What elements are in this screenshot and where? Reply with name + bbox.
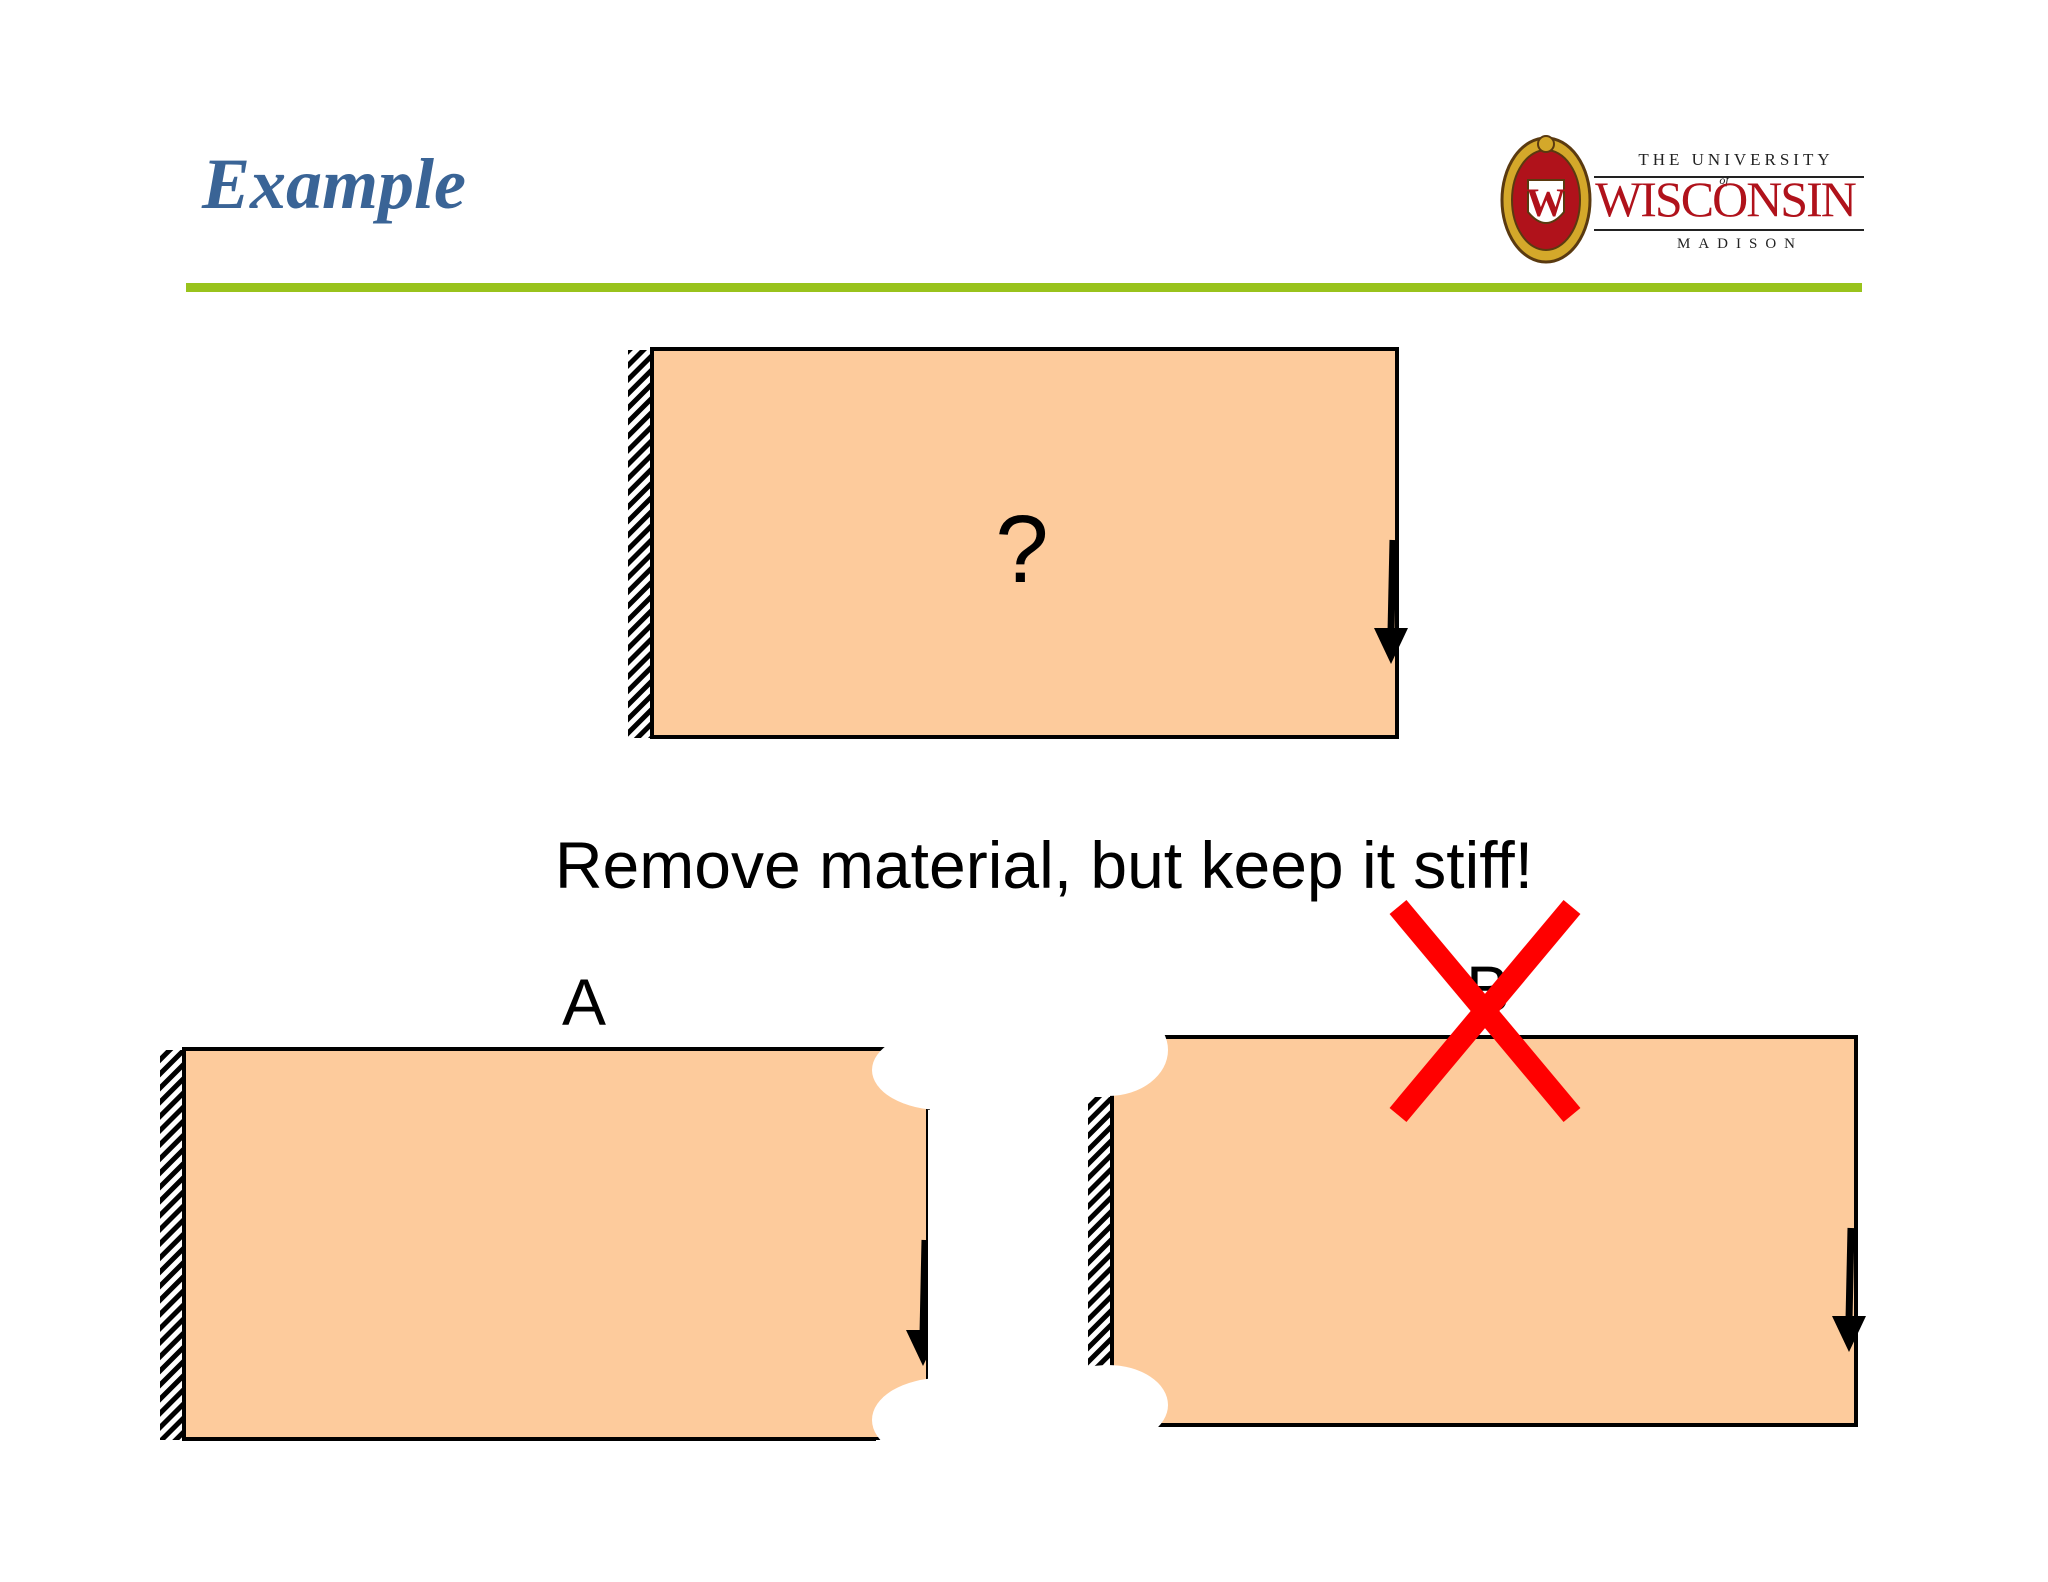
option-a-label: A	[562, 965, 606, 1039]
university-logo: W of	[1500, 135, 1864, 264]
question-mark: ?	[995, 496, 1048, 603]
wall-support-icon	[1088, 1097, 1112, 1367]
wall-support-icon	[160, 1050, 184, 1440]
option-a: A	[160, 965, 940, 1441]
crest-letter: W	[1526, 180, 1566, 225]
crest-icon	[1500, 135, 1592, 264]
title-rule	[186, 283, 1862, 292]
removed-material	[872, 1004, 1168, 1500]
logo-line-top: THE UNIVERSITY	[1638, 150, 1834, 169]
load-arrow-icon	[1832, 1227, 1866, 1352]
slide-title: Example	[202, 144, 466, 224]
logo-line-main: WISCONSIN	[1595, 171, 1857, 227]
reject-x-icon	[1389, 899, 1581, 1123]
option-b: B	[1088, 952, 1866, 1427]
wall-support-icon	[628, 350, 652, 738]
design-domain: ?	[628, 347, 1408, 739]
logo-of: of	[1719, 173, 1730, 187]
option-a-plate	[182, 1047, 930, 1441]
option-b-plate	[1110, 1035, 1858, 1427]
caption: Remove material, but keep it stiff!	[555, 828, 1533, 902]
logo-line-bottom: MADISON	[1676, 236, 1803, 252]
load-arrow-icon	[1374, 539, 1408, 664]
design-domain-plate	[650, 347, 1399, 739]
